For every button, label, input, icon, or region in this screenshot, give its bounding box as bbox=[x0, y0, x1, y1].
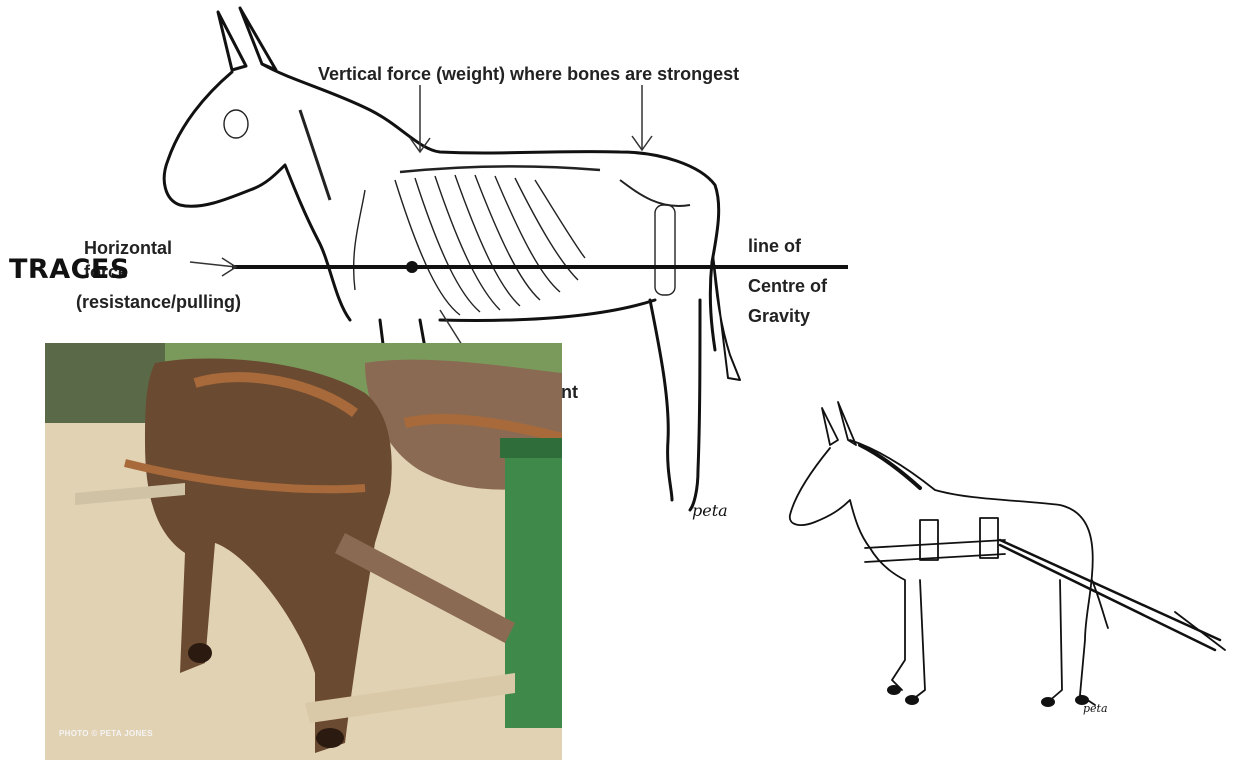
rib-cage bbox=[224, 110, 690, 315]
horizontal-force-arrow bbox=[190, 258, 236, 276]
vertical-force-label: Vertical force (weight) where bones are … bbox=[318, 64, 739, 84]
horizontal-force-label-line3: (resistance/pulling) bbox=[76, 292, 241, 312]
traces-title: TRACES bbox=[9, 254, 130, 285]
line-of-label: line of bbox=[748, 236, 802, 256]
artist-signature-top: peta bbox=[692, 501, 728, 520]
gravity-label: Gravity bbox=[748, 306, 810, 326]
photo-credit: PHOTO © PETA JONES bbox=[59, 729, 153, 738]
donkey-harness-photo: PHOTO © PETA JONES bbox=[45, 343, 562, 760]
vertical-force-arrows bbox=[410, 85, 652, 152]
pointer-line bbox=[440, 310, 462, 345]
harnessed-donkey-drawing bbox=[790, 402, 1225, 705]
centre-of-label: Centre of bbox=[748, 276, 828, 296]
photo-illustration bbox=[45, 343, 562, 760]
artist-signature-right: peta bbox=[1083, 702, 1108, 715]
centre-of-gravity-dot bbox=[406, 261, 418, 273]
